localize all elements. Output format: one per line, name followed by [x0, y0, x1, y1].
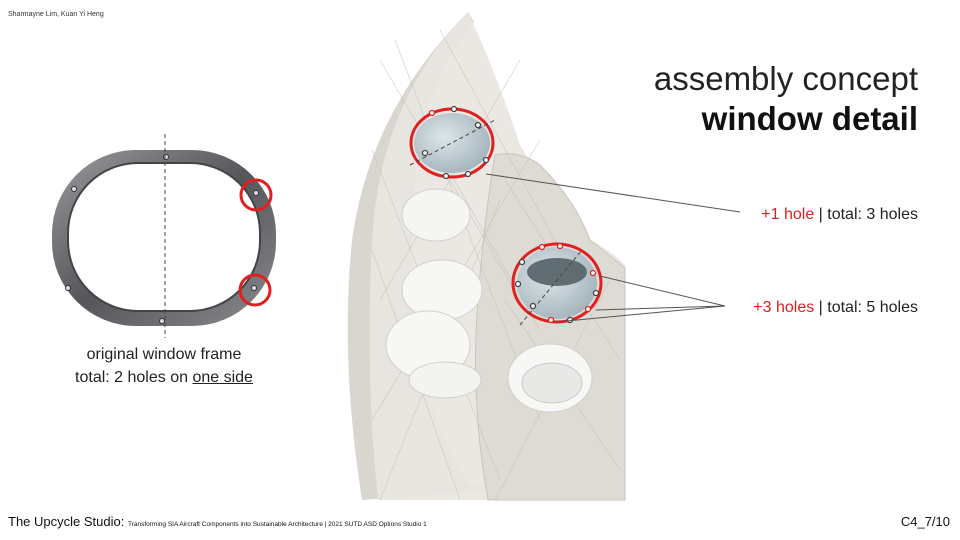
- frame-caption-line2: total: 2 holes on one side: [44, 366, 284, 389]
- window-holes: [421, 105, 600, 324]
- facade-panel-image: [347, 12, 626, 501]
- footer: The Upcycle Studio: Transforming SIA Air…: [8, 514, 427, 529]
- upper-window-axis: [409, 119, 496, 166]
- slide-title-line2: window detail: [701, 100, 918, 137]
- authors-credit: Sharmayne Lim, Kuan Yi Heng: [8, 11, 104, 18]
- footer-subtitle: Transforming SIA Aircraft Components int…: [127, 521, 427, 528]
- annotation-lower-window: +3 holes | total: 5 holes: [753, 299, 918, 317]
- callout-lines: [485, 173, 741, 323]
- annotation-lower-highlight: +3 holes: [753, 299, 815, 316]
- frame-caption-line2-text: total: 2 holes on: [75, 369, 193, 386]
- page-number: C4_7/10: [900, 514, 950, 529]
- window-frame-image: [52, 150, 276, 326]
- lower-window-axis: [519, 249, 583, 326]
- frame-caption-underlined: one side: [192, 369, 253, 386]
- hole-highlight-bottom: [238, 273, 272, 307]
- footer-studio: The Upcycle Studio:: [8, 514, 125, 529]
- annotation-upper-highlight: +1 hole: [761, 206, 815, 223]
- frame-caption-line1: original window frame: [86, 346, 242, 363]
- slide-title-line1: assembly concept: [653, 60, 918, 97]
- annotation-lower-text: | total: 5 holes: [814, 299, 918, 316]
- annotation-upper-text: | total: 3 holes: [814, 206, 918, 223]
- frame-caption: original window frame total: 2 holes on …: [44, 343, 284, 389]
- annotation-upper-window: +1 hole | total: 3 holes: [761, 206, 918, 224]
- hole-highlight-top: [239, 178, 273, 212]
